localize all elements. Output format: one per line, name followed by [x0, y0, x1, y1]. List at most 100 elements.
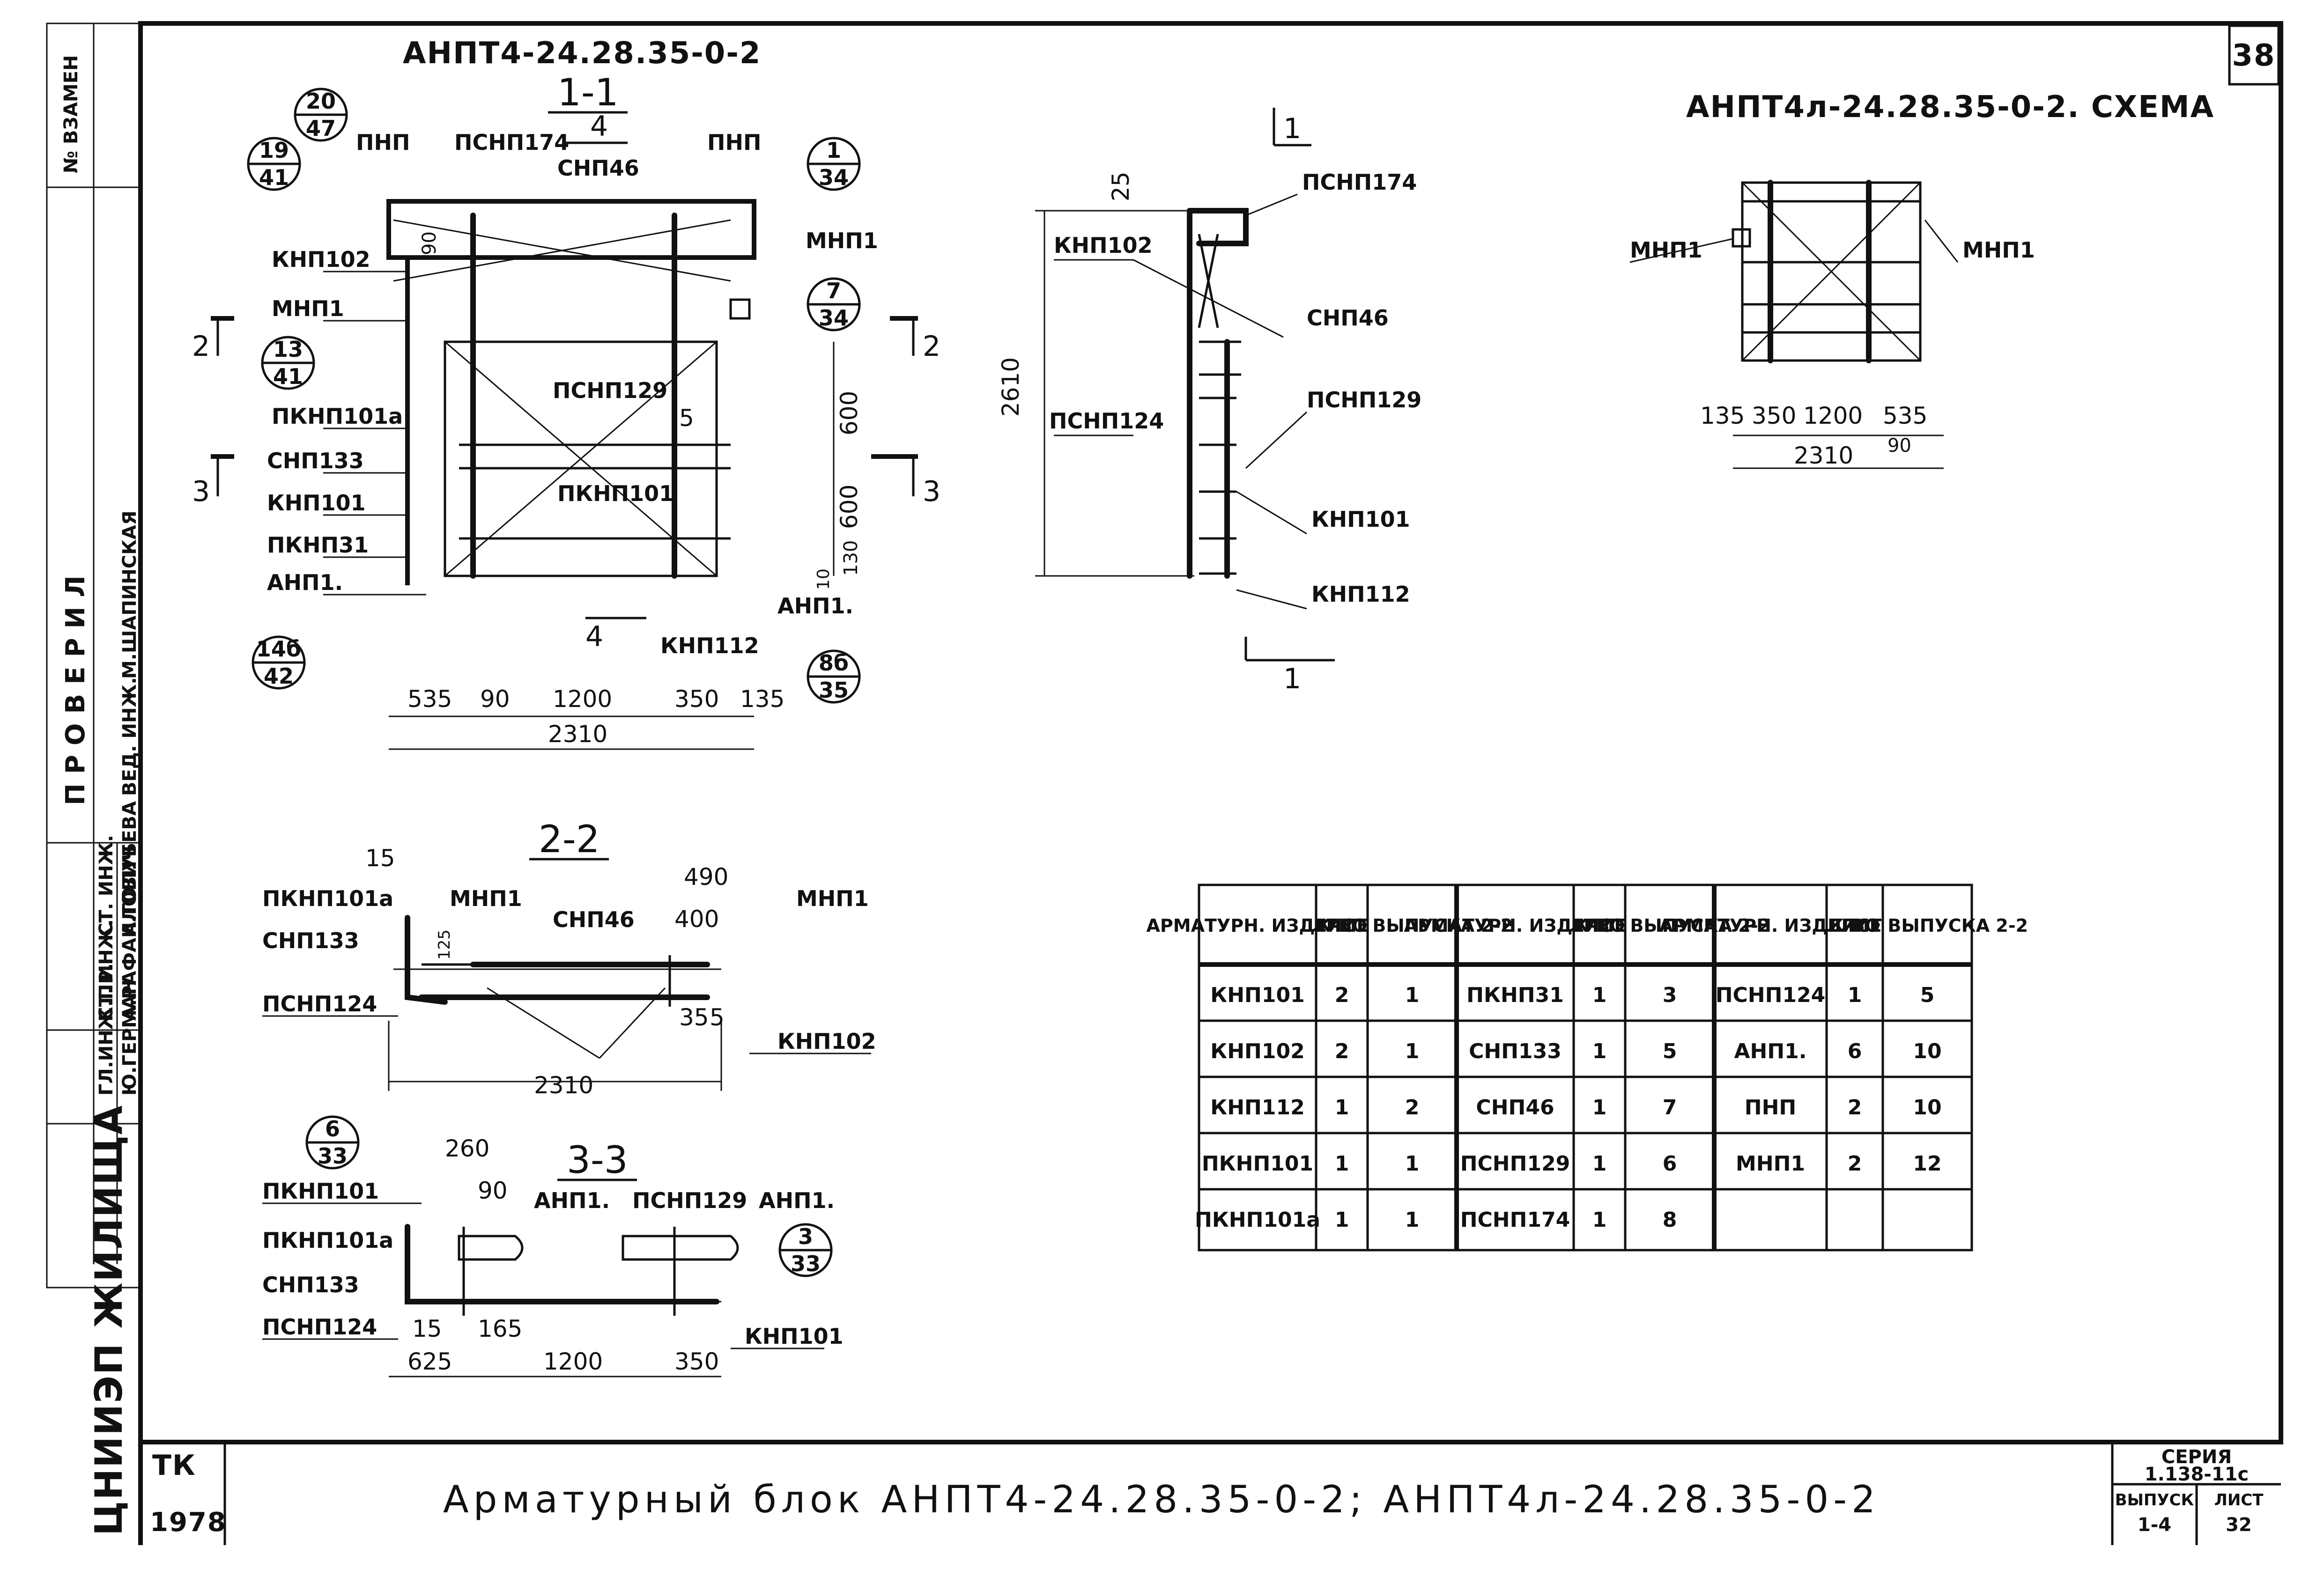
table-cell: 2 [1405, 1096, 1420, 1119]
table-cell: ПСНП124 [1716, 983, 1826, 1007]
svg-text:19: 19 [259, 138, 289, 163]
table-cell: КНП101 [1210, 983, 1304, 1007]
table-cell: 5 [1663, 1039, 1677, 1063]
table-cell: 2 [1848, 1152, 1862, 1176]
label-psnp174: ПСНП174 [454, 130, 569, 155]
stamp-name-1: Ю.ГЕРМАН [119, 979, 141, 1096]
s11-label-psnp174: ПСНП174 [1302, 169, 1417, 195]
s22-dim-total: 2310 [534, 1072, 593, 1099]
sheet-number: 38 [2232, 38, 2275, 73]
table-cell: 7 [1663, 1096, 1677, 1119]
s11-label-knp102: КНП102 [1054, 233, 1153, 258]
dim-right-5: 5 [679, 405, 694, 432]
table-cell: 1 [1405, 1039, 1420, 1063]
label-pknp101: ПКНП101 [557, 481, 674, 506]
s33-label-psnp129: ПСНП129 [632, 1188, 747, 1213]
svg-text:41: 41 [259, 165, 289, 190]
table-header-sheet-3: ЛИСТ ВЫПУСКА 2-2 [1827, 915, 2028, 936]
org-vertical: ЦНИИЭП ЖИЛИЩА [87, 1105, 131, 1536]
label-anp1-right: АНП1. [777, 593, 853, 619]
cut-4-top: 4 [590, 110, 608, 143]
table-cell: 1 [1592, 1208, 1607, 1232]
label-pknp31: ПКНП31 [267, 532, 369, 558]
svg-text:8б: 8б [819, 650, 849, 676]
table-cell: КНП112 [1210, 1096, 1304, 1119]
dim-bottom-1200: 1200 [553, 685, 612, 713]
bubble-13-41: 13 41 [261, 336, 315, 390]
s33-label-anp1-left: АНП1. [534, 1188, 610, 1213]
sheet-number-box: 38 [2228, 24, 2280, 86]
table-cell: 6 [1663, 1152, 1677, 1176]
proveril-role: ВЕД. ИНЖ. [119, 677, 141, 796]
table-cell: 3 [1663, 983, 1677, 1007]
proveril-label: ПРОВЕРИЛ [60, 566, 91, 805]
s22-label-mnp1-left: МНП1 [450, 886, 522, 911]
s11-label-knp112: КНП112 [1311, 582, 1410, 607]
s33-dim-260: 260 [445, 1135, 489, 1162]
s11-label-psnp124: ПСНП124 [1049, 408, 1164, 434]
s11-label-snp46: СНП46 [1307, 305, 1389, 331]
table-cell: АНП1. [1734, 1039, 1806, 1063]
bubble-6-33: 6 33 [305, 1115, 360, 1170]
svg-text:1: 1 [826, 138, 841, 163]
s33-dim-15: 15 [412, 1315, 442, 1342]
table-header-qty-3: К-ВО [1829, 915, 1880, 936]
table-header-qty-1: К-ВО [1317, 915, 1367, 936]
table-header-qty-2: К-ВО [1574, 915, 1625, 936]
s33-label-psnp124: ПСНП124 [262, 1314, 377, 1340]
table-cell: МНП1 [1736, 1152, 1805, 1176]
vypusk-label: ВЫПУСК [2115, 1491, 2194, 1510]
table-cell: 10 [1913, 1039, 1941, 1063]
title-block: ТК 1978 Арматурный блок АНПТ4-24.28.35-0… [150, 1446, 2264, 1538]
table-header-item-1: АРМАТУРН. ИЗДЕЛИЕ [1147, 915, 1369, 936]
dim-2610: 2610 [997, 357, 1024, 417]
proveril-name: М.ШАПИНСКАЯ [119, 510, 141, 679]
section-3-3: 3-3 ПКНП101 ПКНП101а СНП133 ПСНП124 АНП1… [262, 1115, 844, 1377]
stamp-role-1: ГЛ.ИНЖ.ПР. [96, 963, 117, 1096]
table-cell: 1 [1335, 1096, 1349, 1119]
s33-dim-350: 350 [674, 1348, 719, 1375]
bubble-1-34: 1 34 [807, 137, 861, 191]
table-cell: СНП133 [1469, 1039, 1562, 1063]
cut-1-top: 1 [1283, 112, 1301, 145]
dim-bottom-90: 90 [480, 685, 510, 713]
svg-text:35: 35 [819, 678, 849, 703]
vypusk-value: 1-4 [2138, 1514, 2171, 1536]
stamp-name-3: А.ГОЛУБЕВА [119, 801, 141, 936]
table-header-sheet-1: ЛИСТ ВЫПУСКА 2-2 [1311, 915, 1513, 936]
scheme-view: АНПТ4л-24.28.35-0-2. СХЕМА МНП1 МНП1 135… [1629, 90, 2213, 469]
dim-25: 25 [1107, 171, 1134, 201]
svg-text:13: 13 [273, 337, 303, 362]
bubble-14b-42: 14б 42 [252, 635, 306, 690]
svg-text:14б: 14б [256, 636, 301, 662]
table-cell: ПКНП101а [1195, 1208, 1320, 1232]
scheme-dim-1200: 1200 [1803, 402, 1863, 429]
vzamen-label: № ВЗАМЕН [60, 55, 82, 173]
s22-label-psnp124: ПСНП124 [262, 991, 377, 1016]
svg-text:7: 7 [826, 278, 841, 303]
dim-right-600-top: 600 [836, 391, 863, 435]
label-knp102: КНП102 [272, 247, 370, 272]
table-cell: 10 [1913, 1096, 1941, 1119]
s22-dim-400: 400 [674, 906, 719, 933]
label-anp1-left: АНП1. [267, 570, 343, 595]
table-cell: 2 [1848, 1096, 1862, 1119]
label-psnp129: ПСНП129 [553, 378, 667, 403]
table-cell: 1 [1592, 983, 1607, 1007]
table-cell: 8 [1663, 1208, 1677, 1232]
sheet-frame [46, 21, 2283, 1545]
label-snp133: СНП133 [267, 448, 364, 473]
table-header-item-2: АРМАТУРН. ИЗДЕЛИЕ [1404, 915, 1627, 936]
section-2-2: 2-2 ПКНП101а СНП133 ПСНП124 МНП1 СНП46 М… [262, 817, 876, 1099]
cut-3-right: 3 [923, 475, 940, 508]
scheme-label-mnp1-right: МНП1 [1962, 237, 2035, 263]
svg-text:41: 41 [273, 364, 303, 389]
stamp-name-2: А.РАФАИЛОВИЧ [119, 846, 141, 1021]
table-cell: 1 [1405, 1152, 1420, 1176]
bubble-3-33: 3 33 [778, 1223, 833, 1277]
s33-label-snp133: СНП133 [262, 1272, 359, 1297]
scheme-label-mnp1-left: МНП1 [1630, 237, 1702, 263]
s33-title: 3-3 [567, 1138, 628, 1182]
